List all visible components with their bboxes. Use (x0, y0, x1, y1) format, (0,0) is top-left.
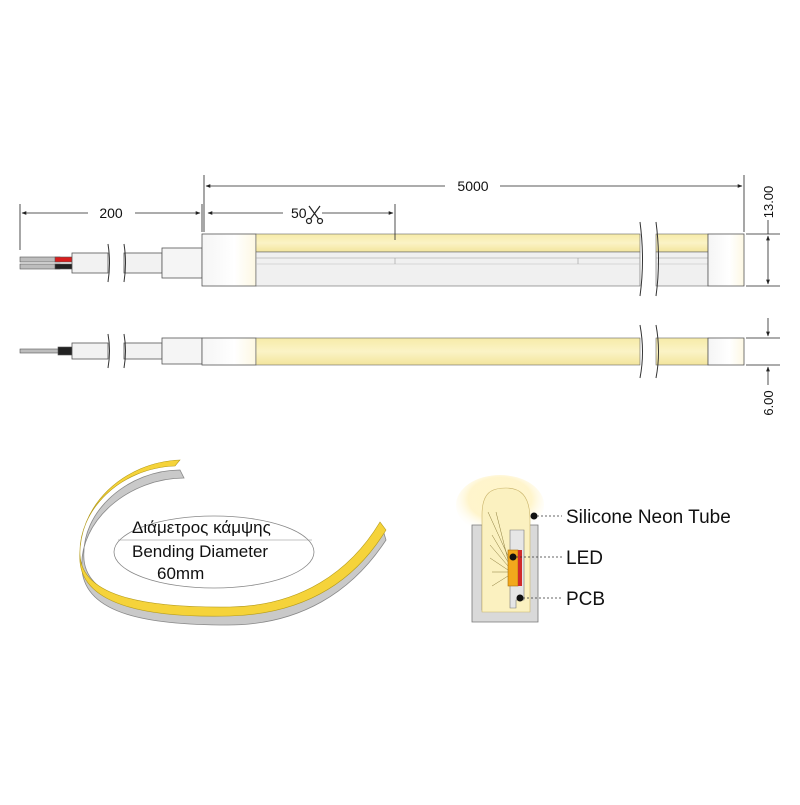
silicone-neon-tube-label: Silicone Neon Tube (566, 507, 731, 528)
dimension-cut-interval: 50 (207, 204, 396, 240)
dimension-strip-length: 5000 (203, 175, 745, 232)
break-mark (639, 324, 659, 379)
leader-lines (509, 512, 562, 602)
bending-diameter-value: 60mm (157, 564, 204, 583)
cable-length-value: 200 (99, 205, 123, 221)
strip-length-value: 5000 (457, 178, 488, 194)
wire-lead (19, 348, 63, 354)
neon-body-side (255, 337, 641, 366)
led-label: LED (566, 548, 603, 569)
cross-section: Silicone Neon Tube LED PCB (456, 475, 731, 623)
break-mark (107, 243, 126, 283)
break-mark (639, 221, 659, 297)
end-cap-left-side (201, 337, 257, 366)
power-cable (71, 247, 203, 279)
bending-diameter-ellipse (113, 515, 315, 589)
pcb-label: PCB (566, 589, 605, 610)
dimension-height: 13.00 (746, 186, 780, 287)
bending-label-greek: Διάμετρος κάμψης (132, 518, 271, 537)
bending-illustration: Διάμετρος κάμψης Bending Diameter 60mm (79, 459, 387, 626)
strip-side-view (19, 324, 745, 379)
end-cap-right-side (707, 337, 745, 366)
dimension-cable-length: 200 (19, 204, 203, 250)
bending-label-english: Bending Diameter (132, 542, 268, 561)
neon-body-front (255, 233, 709, 287)
height-value: 13.00 (761, 186, 776, 219)
light-rays (487, 511, 509, 587)
end-cap-right (707, 233, 745, 287)
width-value: 6.00 (761, 390, 776, 415)
end-cap-left (201, 233, 257, 287)
wire-leads (19, 256, 74, 270)
break-mark (107, 333, 126, 369)
strip-front-view (19, 221, 745, 297)
scissors-icon (305, 205, 324, 225)
dimension-width: 6.00 (746, 318, 780, 416)
cut-interval-value: 50 (291, 205, 307, 221)
